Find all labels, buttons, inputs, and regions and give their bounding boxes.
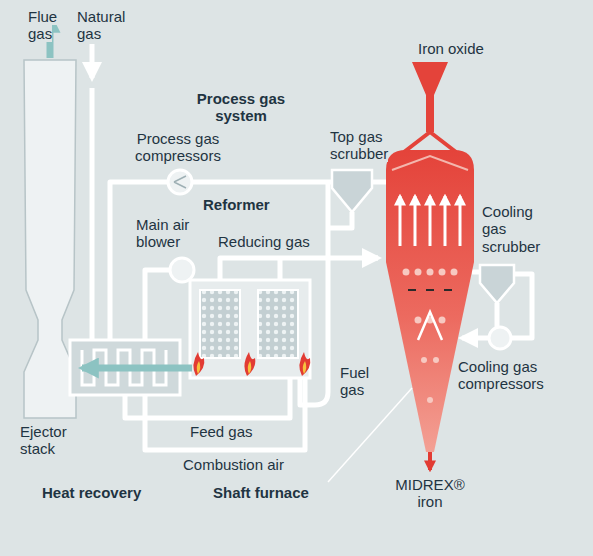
label-text: Cooling gas scrubber	[482, 203, 540, 255]
stream-label: Flue gas	[28, 8, 74, 43]
label-text: Feed gas	[190, 423, 253, 440]
stream-label: Feed gas	[190, 423, 253, 440]
stream-label: Main air blower	[136, 216, 208, 251]
stream-label: Combustion air	[183, 456, 284, 473]
label-text: Iron oxide	[418, 40, 484, 57]
section-heading: Shaft furnace	[213, 484, 309, 501]
label-text: Combustion air	[183, 456, 284, 473]
label-text: Shaft furnace	[213, 484, 309, 501]
stream-label: Top gas scrubber	[330, 128, 404, 163]
label-text: Heat recovery	[42, 484, 141, 501]
stream-label: Cooling gas compressors	[458, 358, 562, 393]
stream-label: Natural gas	[77, 8, 135, 43]
label-text: Reducing gas	[218, 233, 310, 250]
label-text: Top gas scrubber	[330, 128, 388, 162]
label-text: Fuel gas	[340, 364, 369, 398]
stream-label: Cooling gas scrubber	[482, 203, 552, 255]
section-heading: Heat recovery	[42, 484, 141, 501]
stream-label: Fuel gas	[340, 364, 384, 399]
label-text: Cooling gas compressors	[458, 358, 544, 392]
label-text: Main air blower	[136, 216, 189, 250]
stream-label: Iron oxide	[418, 40, 484, 57]
label-text: Process gas compressors	[135, 130, 221, 164]
stream-label: Reducing gas	[218, 233, 310, 250]
label-text: Flue gas	[28, 8, 57, 42]
stream-label: Process gas compressors	[128, 130, 228, 165]
section-heading: Reformer	[203, 196, 270, 213]
label-text: Ejector stack	[20, 423, 67, 457]
stream-label: Ejector stack	[20, 423, 84, 458]
label-text: Natural gas	[77, 8, 125, 42]
stream-label: MIDREX® iron	[388, 476, 472, 511]
label-text: MIDREX® iron	[395, 476, 464, 510]
label-text: Reformer	[203, 196, 270, 213]
label-text: Process gas system	[197, 90, 285, 124]
section-heading: Process gas system	[191, 90, 291, 125]
